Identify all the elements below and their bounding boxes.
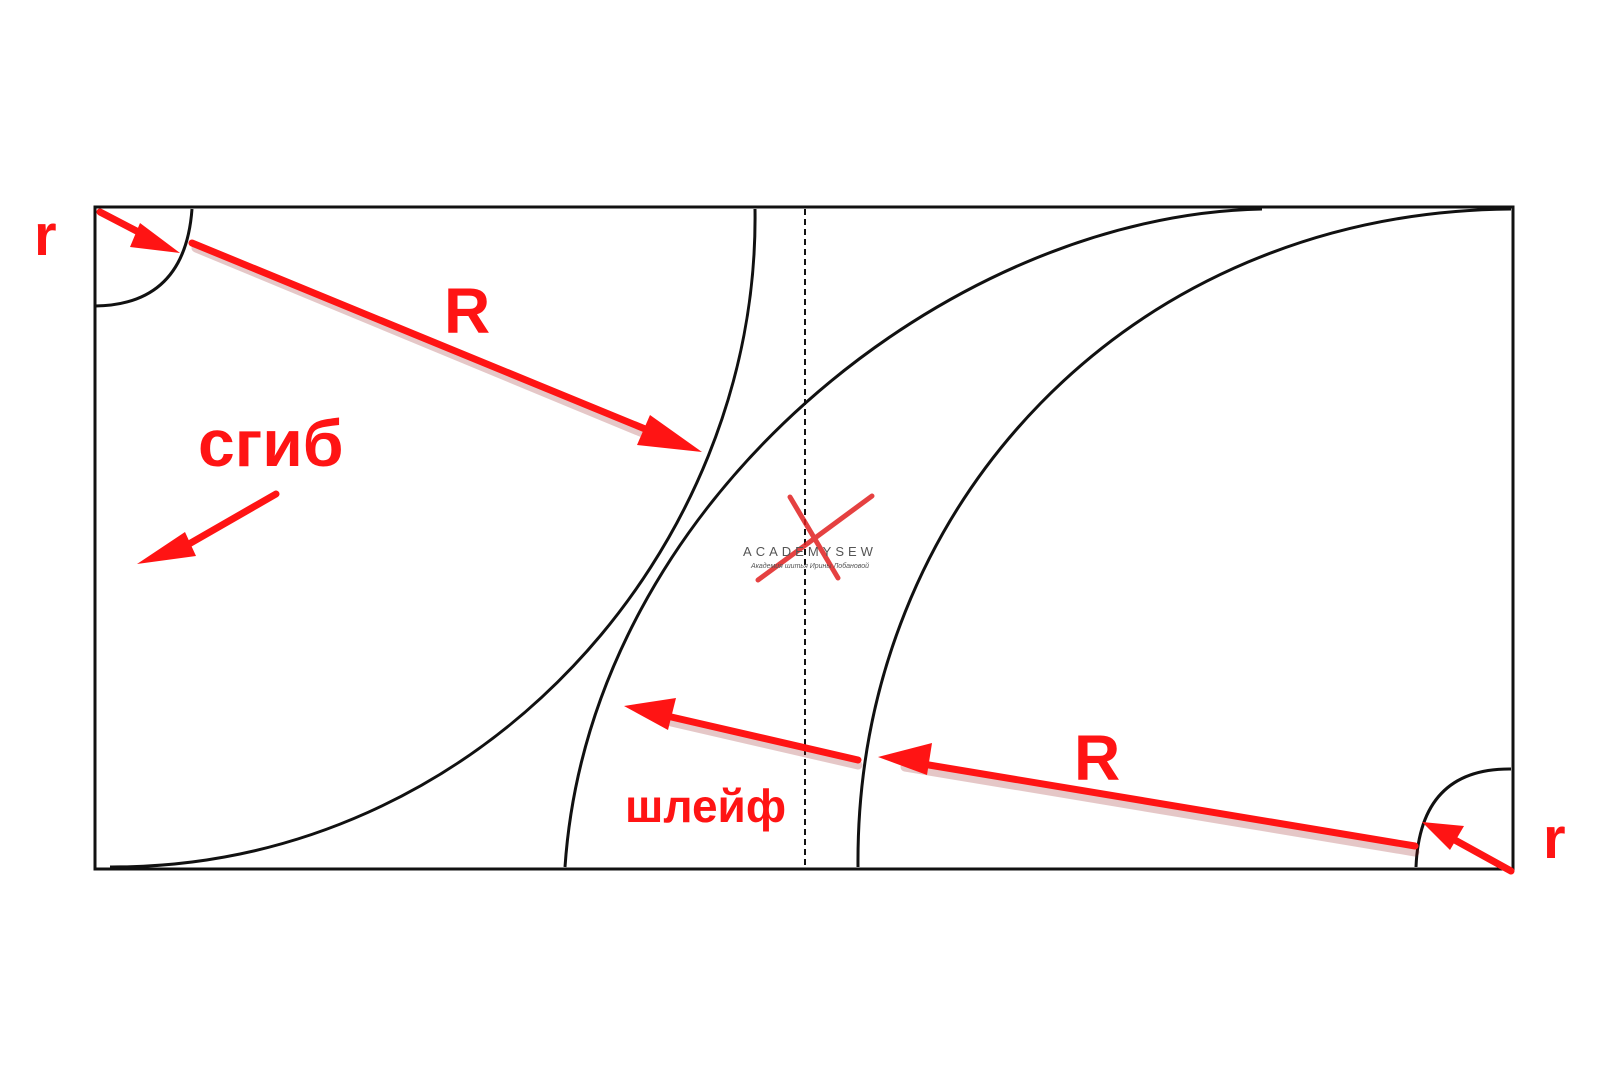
label-R-bottom: R bbox=[1074, 722, 1120, 794]
watermark-brand: ACADEMYSEW bbox=[743, 544, 877, 559]
waist-arc-top-left bbox=[94, 208, 194, 308]
train-arc-outer bbox=[563, 207, 1263, 868]
arrow-train bbox=[624, 698, 863, 770]
arrow-R-top bbox=[188, 239, 702, 452]
label-train: шлейф bbox=[625, 780, 786, 832]
train-arc-inner bbox=[856, 207, 1512, 868]
arrow-fold bbox=[137, 490, 280, 564]
fabric-rectangle bbox=[93, 205, 1515, 871]
label-r-bottom: r bbox=[1543, 806, 1566, 871]
label-fold: сгиб bbox=[198, 406, 344, 480]
label-r-top: r bbox=[34, 203, 57, 268]
watermark: ACADEMYSEW Академия шитья Ирины Лобаново… bbox=[743, 493, 877, 583]
watermark-tagline: Академия шитья Ирины Лобановой bbox=[750, 562, 869, 570]
label-R-top: R bbox=[444, 275, 490, 347]
arrow-R-bottom bbox=[878, 743, 1420, 857]
arrow-r-bottom bbox=[1422, 822, 1515, 875]
arrow-r-top bbox=[96, 208, 180, 253]
waist-arc-bottom-right bbox=[1414, 767, 1512, 868]
hem-arc-left bbox=[109, 208, 757, 869]
watermark-cross-icon bbox=[755, 493, 875, 583]
